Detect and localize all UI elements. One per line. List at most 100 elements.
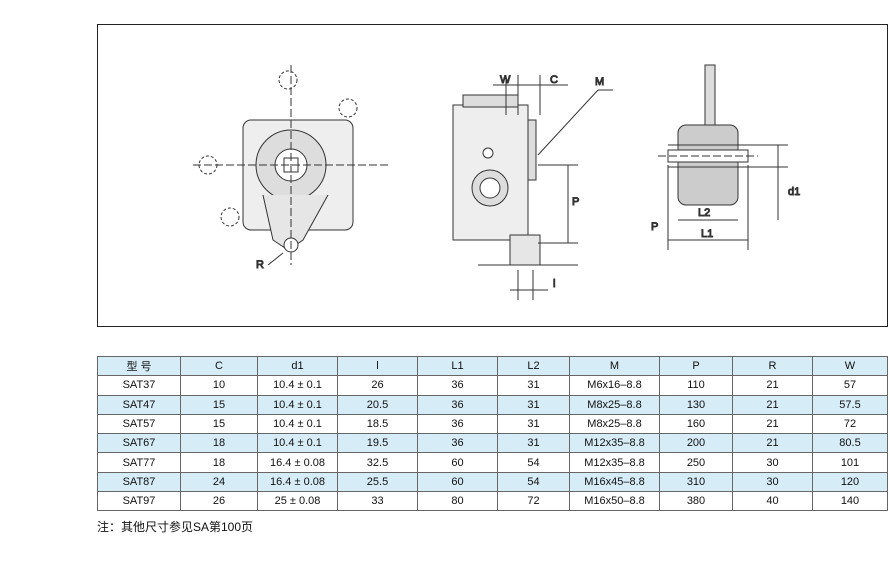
table-cell: 120 [812, 471, 888, 493]
table-cell: 110 [659, 375, 733, 396]
label-P-bushing: P [651, 221, 658, 233]
table-cell: SAT67 [97, 433, 181, 454]
table-cell: 21 [732, 433, 813, 454]
table-cell: SAT47 [97, 394, 181, 415]
table-header-row: 型 号 C d1 l L1 L2 M P R W [97, 355, 888, 377]
table-cell: 130 [659, 394, 733, 415]
table-cell: 18.5 [337, 413, 418, 435]
table-cell: SAT37 [97, 375, 181, 396]
table-cell: 31 [497, 433, 570, 454]
table-cell: 26 [337, 375, 418, 396]
table-cell: 160 [659, 413, 733, 435]
table-cell: 60 [417, 452, 498, 473]
table-cell: 16.4 ± 0.08 [257, 471, 338, 493]
table-cell: M12x35–8.8 [569, 452, 660, 473]
header-p: P [659, 355, 733, 377]
table-cell: M12x35–8.8 [569, 433, 660, 454]
table-cell: M6x16–8.8 [569, 375, 660, 396]
table-cell: SAT87 [97, 471, 181, 493]
table-cell: 30 [732, 471, 813, 493]
label-C: C [550, 74, 558, 86]
label-M: M [595, 76, 604, 88]
table-cell: 57 [812, 375, 888, 396]
table-cell: 31 [497, 375, 570, 396]
table-cell: 57.5 [812, 394, 888, 415]
header-r: R [732, 355, 813, 377]
table-cell: 10.4 ± 0.1 [257, 394, 338, 415]
label-W: W [500, 74, 511, 86]
table-cell: 25.5 [337, 471, 418, 493]
table-cell: 101 [812, 452, 888, 473]
table-cell: 15 [180, 394, 258, 415]
table-cell: SAT77 [97, 452, 181, 473]
table-cell: 21 [732, 394, 813, 415]
label-L2: L2 [698, 207, 710, 219]
table-cell: 380 [659, 491, 733, 512]
header-c: C [180, 355, 258, 377]
table-cell: 25 ± 0.08 [257, 491, 338, 512]
label-d1: d1 [788, 186, 800, 198]
table-cell: SAT57 [97, 413, 181, 435]
table-cell: 18 [180, 433, 258, 454]
table-cell: 26 [180, 491, 258, 512]
table-cell: 31 [497, 413, 570, 435]
table-cell: 60 [417, 471, 498, 493]
table-cell: 10.4 ± 0.1 [257, 413, 338, 435]
table-cell: 15 [180, 413, 258, 435]
table-cell: M16x45–8.8 [569, 471, 660, 493]
header-l: l [337, 355, 418, 377]
header-m: M [569, 355, 660, 377]
table-cell: M16x50–8.8 [569, 491, 660, 512]
table-cell: 310 [659, 471, 733, 493]
table-cell: 24 [180, 471, 258, 493]
footnote: 注：其他尺寸参见SA第100页 [97, 520, 254, 534]
table-cell: 20.5 [337, 394, 418, 415]
table-cell: 54 [497, 452, 570, 473]
header-l2: L2 [497, 355, 570, 377]
table-cell: M8x25–8.8 [569, 413, 660, 435]
header-l1: L1 [417, 355, 498, 377]
table-cell: 36 [417, 394, 498, 415]
table-cell: 36 [417, 433, 498, 454]
table-cell: 80.5 [812, 433, 888, 454]
table-cell: 21 [732, 375, 813, 396]
table-cell: 19.5 [337, 433, 418, 454]
label-L1: L1 [701, 228, 713, 240]
bushing-section [658, 64, 788, 250]
table-cell: 18 [180, 452, 258, 473]
table-cell: 33 [337, 491, 418, 512]
header-d1: d1 [257, 355, 338, 377]
table-cell: 40 [732, 491, 813, 512]
table-cell: 36 [417, 413, 498, 435]
table-cell: 30 [732, 452, 813, 473]
table-cell: 72 [497, 491, 570, 512]
table-cell: 32.5 [337, 452, 418, 473]
table-cell: 21 [732, 413, 813, 435]
table-cell: 200 [659, 433, 733, 454]
table-cell: M8x25–8.8 [569, 394, 660, 415]
table-cell: 54 [497, 471, 570, 493]
side-view-gearbox [452, 75, 613, 300]
table-cell: 10.4 ± 0.1 [257, 433, 338, 454]
label-R: R [256, 259, 264, 271]
table-cell: 10.4 ± 0.1 [257, 375, 338, 396]
table-cell: 250 [659, 452, 733, 473]
header-w: W [812, 355, 888, 377]
table-cell: SAT97 [97, 491, 181, 512]
label-l: l [553, 278, 555, 290]
table-cell: 80 [417, 491, 498, 512]
front-view-gearbox [193, 65, 388, 266]
technical-drawing: R W C M P l L2 L1 d1 P [97, 24, 888, 327]
table-cell: 10 [180, 375, 258, 396]
header-model: 型 号 [97, 355, 181, 377]
table-cell: 16.4 ± 0.08 [257, 452, 338, 473]
table-cell: 140 [812, 491, 888, 512]
table-cell: 36 [417, 375, 498, 396]
